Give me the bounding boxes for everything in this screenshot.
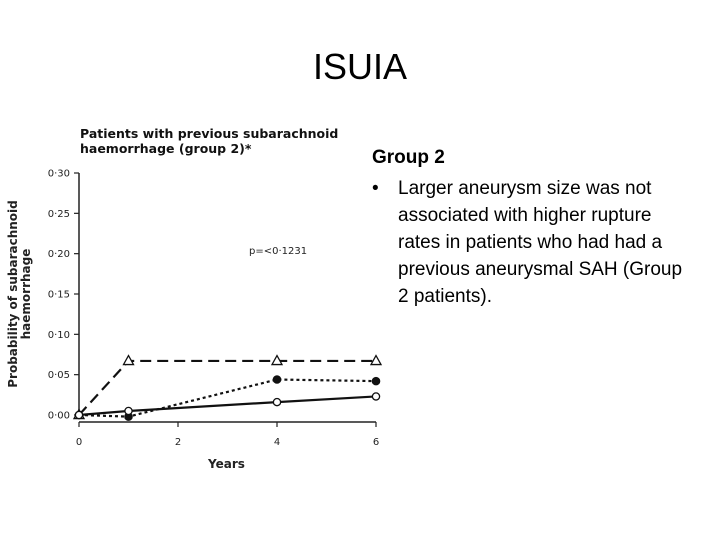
y-tick-label: 0·25 [48, 209, 70, 220]
y-axis-label: Probability of subarachnoidhaemorrhage [6, 200, 33, 388]
y-tick-label: 0·00 [48, 411, 70, 422]
filled-circle-marker [371, 376, 381, 386]
y-tick-label: 0·20 [48, 249, 70, 260]
y-tick-label: 0·10 [48, 330, 70, 341]
x-ticks: 0 2 4 6 [76, 422, 379, 448]
bullet-item: • Larger aneurysm size was not associate… [372, 175, 692, 310]
triangle-marker [122, 354, 135, 366]
chart-axes [78, 173, 376, 423]
series-line-dashed [78, 359, 376, 416]
series-line-dotted [78, 378, 377, 418]
series-group [78, 359, 377, 418]
slide-title: ISUIA [312, 46, 408, 87]
bullet-text: Larger aneurysm size was not associated … [398, 178, 683, 307]
x-tick-label: 2 [175, 437, 181, 448]
p-value-annotation: p=<0·1231 [249, 246, 307, 257]
group-heading: Group 2 [372, 147, 445, 168]
y-ticks: 0·00 0·05 0·10 0·15 0·20 0·25 0·30 [48, 169, 79, 422]
filled-circle-marker [272, 375, 282, 384]
bullet-dot-icon: • [372, 178, 379, 199]
y-tick-label: 0·05 [48, 370, 70, 381]
open-circle-marker [74, 410, 84, 420]
x-tick-label: 6 [373, 437, 379, 448]
x-axis-label: Years [207, 457, 245, 471]
x-tick-label: 4 [274, 437, 280, 448]
chart-title: Patients with previous subarachnoid haem… [80, 126, 339, 156]
text-panel: Group 2 • Larger aneurysm size was not a… [372, 147, 692, 310]
x-tick-label: 0 [76, 437, 82, 448]
markers-group [72, 354, 383, 421]
open-circle-marker [124, 406, 133, 416]
open-circle-marker [371, 392, 381, 401]
y-tick-label: 0·30 [48, 169, 70, 180]
series-line-solid [78, 395, 377, 417]
triangle-marker [270, 354, 284, 366]
open-circle-marker [272, 397, 282, 407]
triangle-marker [369, 354, 383, 366]
y-tick-label: 0·15 [48, 290, 70, 301]
